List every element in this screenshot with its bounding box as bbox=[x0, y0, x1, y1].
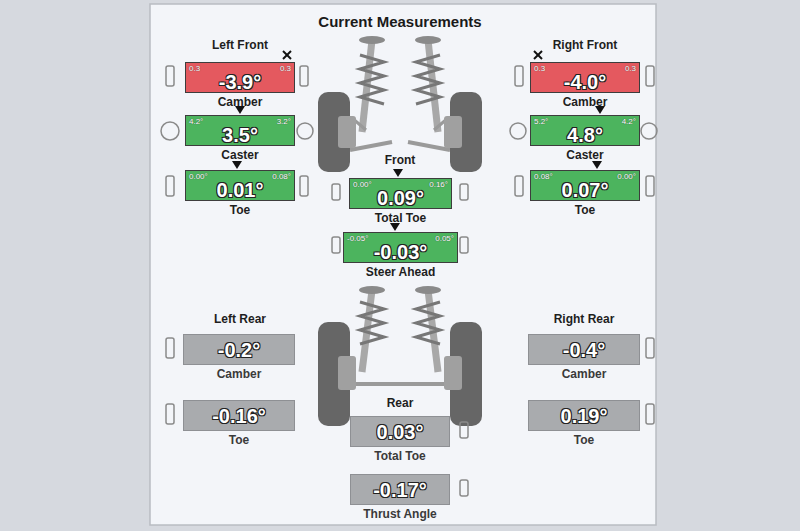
range-limit: 4.2° bbox=[622, 117, 636, 126]
measured-value: -0.16° bbox=[184, 406, 294, 427]
measurement-box: 0.19°Toe bbox=[528, 400, 640, 431]
range-limit: 0.3 bbox=[534, 64, 545, 73]
measurement-name: Caster bbox=[221, 148, 258, 162]
section-label: Front bbox=[385, 153, 416, 167]
measurement-name: Toe bbox=[229, 433, 249, 447]
measurement-box: 0.08°0.00°0.07°Toe bbox=[530, 170, 640, 201]
front-right-suspension bbox=[408, 36, 482, 172]
measured-value: 3.5° bbox=[186, 125, 294, 146]
measurement-box: -0.4°Camber bbox=[528, 334, 640, 365]
measured-value: -0.4° bbox=[529, 340, 639, 361]
measured-value: -0.2° bbox=[184, 340, 294, 361]
section-label: Left Front bbox=[212, 38, 268, 52]
measured-value: -0.17° bbox=[351, 480, 449, 501]
measurement-box: -0.2°Camber bbox=[183, 334, 295, 365]
measurement-box: 4.2°3.2°3.5°Caster bbox=[185, 115, 295, 146]
measurement-name: Caster bbox=[566, 148, 603, 162]
range-limit: 0.00° bbox=[189, 172, 208, 181]
section-label: Right Front bbox=[553, 38, 618, 52]
measured-value: -4.0° bbox=[531, 72, 639, 93]
measurement-name: Camber bbox=[218, 95, 263, 109]
measured-value: 0.19° bbox=[529, 406, 639, 427]
section-label: Right Rear bbox=[554, 312, 615, 326]
page-title: Current Measurements bbox=[318, 13, 481, 31]
measurement-name: Toe bbox=[575, 203, 595, 217]
range-limit: 0.08° bbox=[272, 172, 291, 181]
range-limit: -0.05° bbox=[347, 234, 368, 243]
measurement-box: 5.2°4.2°4.8°Caster bbox=[530, 115, 640, 146]
measured-value: 0.03° bbox=[351, 422, 449, 443]
measured-value: 0.07° bbox=[531, 180, 639, 201]
measurement-box: -0.17°Thrust Angle bbox=[350, 474, 450, 505]
measurement-box: 0.03°Total Toe bbox=[350, 416, 450, 447]
measurement-box: 0.00°0.08°0.01°Toe bbox=[185, 170, 295, 201]
measured-value: 0.09° bbox=[350, 188, 451, 209]
wheel-icon bbox=[161, 66, 657, 496]
range-limit: 0.3 bbox=[189, 64, 200, 73]
front-left-suspension bbox=[318, 36, 392, 172]
measured-value: -0.03° bbox=[344, 242, 457, 263]
measured-value: 0.01° bbox=[186, 180, 294, 201]
out-of-range-mark bbox=[283, 51, 542, 59]
range-limit: 0.3 bbox=[625, 64, 636, 73]
measurement-box: -0.05°0.05°-0.03°Steer Ahead bbox=[343, 232, 458, 263]
measurement-name: Thrust Angle bbox=[363, 507, 437, 521]
range-limit: 0.3 bbox=[280, 64, 291, 73]
measurement-box: 0.30.3-3.9°Camber bbox=[185, 62, 295, 93]
measurement-box: -0.16°Toe bbox=[183, 400, 295, 431]
range-limit: 0.08° bbox=[534, 172, 553, 181]
measured-value: -3.9° bbox=[186, 72, 294, 93]
measurement-name: Camber bbox=[217, 367, 262, 381]
measurement-name: Toe bbox=[230, 203, 250, 217]
measurement-box: 0.30.3-4.0°Camber bbox=[530, 62, 640, 93]
measurement-name: Total Toe bbox=[374, 449, 426, 463]
printout-frame bbox=[150, 4, 656, 525]
range-limit: 0.16° bbox=[429, 180, 448, 189]
range-limit: 0.00° bbox=[617, 172, 636, 181]
range-limit: 0.05° bbox=[435, 234, 454, 243]
measurement-name: Total Toe bbox=[375, 211, 427, 225]
section-label: Left Rear bbox=[214, 312, 266, 326]
measurement-name: Steer Ahead bbox=[366, 265, 436, 279]
measured-value: 4.8° bbox=[531, 125, 639, 146]
measurement-name: Camber bbox=[563, 95, 608, 109]
measurement-name: Camber bbox=[562, 367, 607, 381]
range-limit: 3.2° bbox=[277, 117, 291, 126]
section-label: Rear bbox=[387, 396, 414, 410]
measurement-name: Toe bbox=[574, 433, 594, 447]
measurement-box: 0.00°0.16°0.09°Total Toe bbox=[349, 178, 452, 209]
rear-suspension bbox=[318, 286, 482, 426]
range-limit: 4.2° bbox=[189, 117, 203, 126]
range-limit: 5.2° bbox=[534, 117, 548, 126]
range-limit: 0.00° bbox=[353, 180, 372, 189]
